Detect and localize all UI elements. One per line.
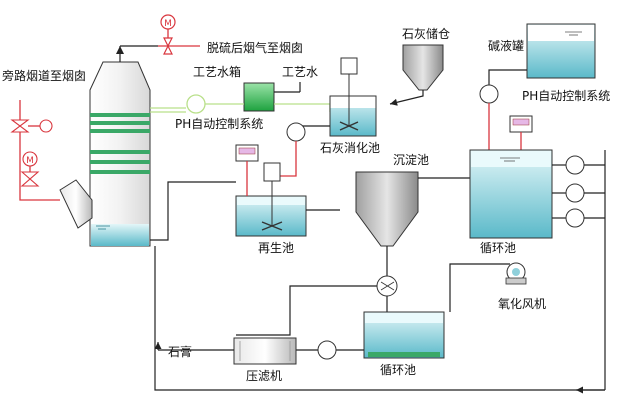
lime-slaker-tank bbox=[329, 57, 377, 137]
circulation-tank-right bbox=[469, 149, 553, 239]
motor-icon bbox=[22, 151, 38, 167]
process-water-tank bbox=[243, 82, 275, 112]
circ-tank-bottom-label: 循环池 bbox=[380, 363, 416, 377]
lime-silo bbox=[402, 44, 444, 91]
inlet-valve-icon bbox=[20, 171, 40, 187]
agitator-icon bbox=[261, 221, 283, 231]
pump-icon bbox=[479, 84, 499, 104]
oxidation-fan-label: 氧化风机 bbox=[498, 297, 546, 311]
desulf-flue-label: 脱硫后烟气至烟囱 bbox=[207, 40, 303, 55]
process-tank-label: 工艺水箱 bbox=[193, 64, 241, 79]
process-water-label: 工艺水 bbox=[282, 65, 318, 79]
pump-icon bbox=[317, 340, 337, 360]
circulation-pumps bbox=[552, 150, 606, 390]
pump-icon bbox=[186, 94, 206, 114]
regen-tank-label: 再生池 bbox=[258, 241, 294, 255]
flue-inlet-duct bbox=[59, 179, 93, 229]
svg-text:M: M bbox=[164, 19, 172, 29]
ph-left-label: PH自动控制系统 bbox=[175, 117, 263, 131]
tower-slurry bbox=[91, 224, 149, 246]
pump-icon bbox=[565, 155, 585, 175]
circulation-tank-bottom bbox=[363, 311, 445, 359]
butterfly-valve-icon bbox=[163, 37, 173, 55]
agitator-icon bbox=[339, 121, 359, 131]
ph-right-label: PH自动控制系统 bbox=[522, 89, 610, 103]
agitator-motor-icon bbox=[263, 162, 281, 182]
alkali-tank bbox=[526, 23, 596, 79]
filter-press bbox=[233, 337, 297, 365]
settling-tank-label: 沉淀池 bbox=[393, 153, 429, 167]
ph-controller-right bbox=[509, 115, 533, 150]
filter-press-label: 压滤机 bbox=[246, 369, 282, 383]
spray-headers bbox=[90, 150, 150, 174]
svg-text:M: M bbox=[26, 156, 34, 166]
packing-layers bbox=[90, 113, 150, 133]
outlet-damper: M bbox=[158, 14, 200, 55]
aeration-grid bbox=[368, 352, 440, 357]
circ-tank-right-label: 循环池 bbox=[480, 241, 516, 255]
alkali-tank-label: 碱液罐 bbox=[488, 38, 524, 53]
lime-slaker-label: 石灰消化池 bbox=[320, 141, 380, 155]
absorption-tower bbox=[59, 45, 158, 247]
bypass-flue: M bbox=[10, 100, 60, 201]
lime-silo-label: 石灰储仓 bbox=[402, 26, 450, 41]
pump-icon bbox=[286, 122, 306, 142]
ph-controller-left bbox=[235, 144, 259, 196]
bypass-flue-label: 旁路烟道至烟囱 bbox=[2, 68, 86, 83]
regen-tank bbox=[235, 162, 307, 237]
motor-icon bbox=[160, 14, 176, 30]
ph-feed-line-left bbox=[150, 94, 331, 114]
oxidation-fan bbox=[449, 262, 527, 312]
bypass-valve-icon bbox=[10, 119, 30, 133]
settling-tank bbox=[355, 171, 419, 247]
gypsum-label: 石膏 bbox=[168, 344, 192, 359]
pump-icon bbox=[565, 183, 585, 203]
pump-icon bbox=[565, 208, 585, 228]
agitator-motor-icon bbox=[340, 57, 358, 75]
